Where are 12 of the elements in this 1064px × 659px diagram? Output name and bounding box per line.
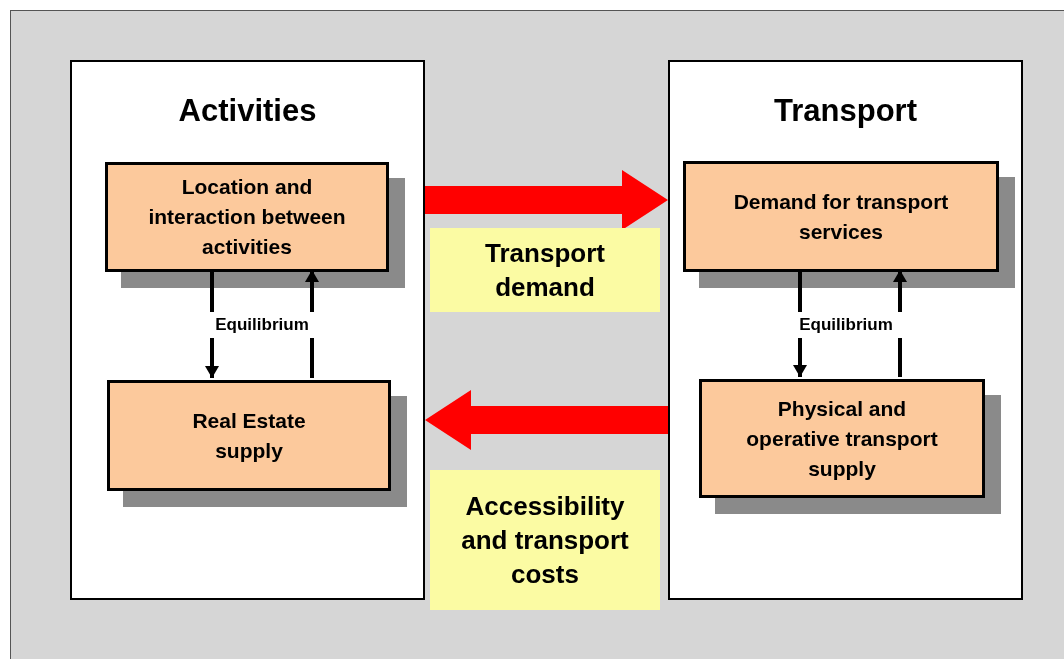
panel — [70, 60, 425, 600]
box-label: Location and interaction between activities — [147, 174, 347, 260]
panel-heading: Activities — [177, 92, 318, 130]
arrow — [425, 170, 668, 230]
box-label: Real Estate supply — [191, 407, 307, 464]
panel-heading: Transport — [773, 92, 918, 130]
arrow — [425, 390, 668, 450]
edge-label: Accessibility and transport costs — [430, 470, 660, 610]
panel — [668, 60, 1023, 600]
edge-label: Transport demand — [430, 228, 660, 312]
box-label: Demand for transport services — [732, 188, 950, 245]
box-label: Physical and operative transport supply — [745, 395, 939, 482]
